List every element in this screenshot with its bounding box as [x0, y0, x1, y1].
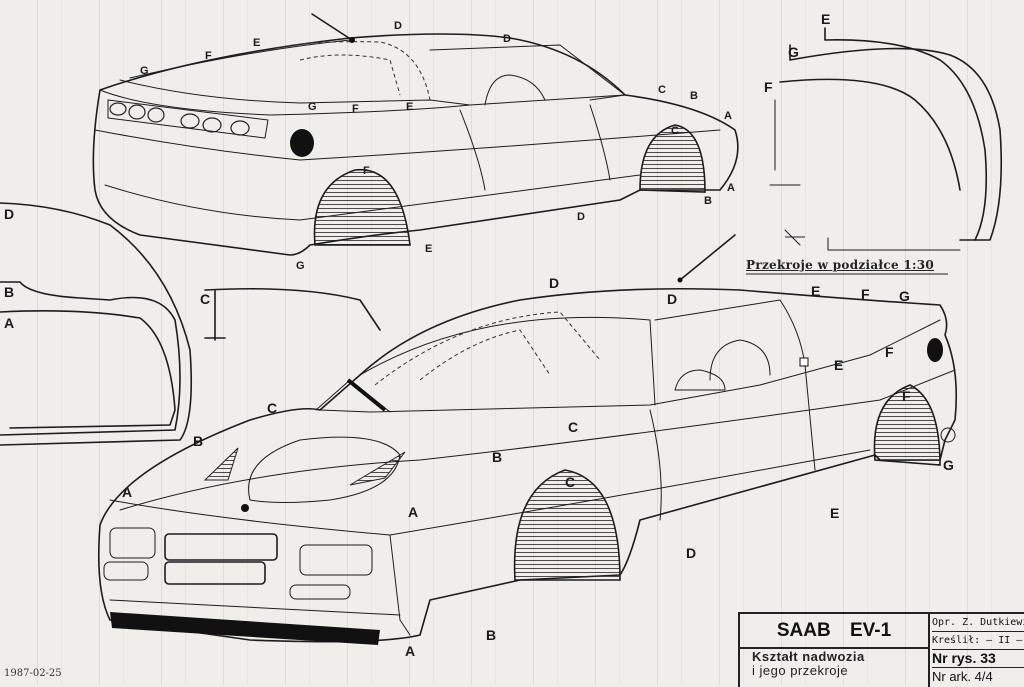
drawing-title: SAAB EV-1 [740, 614, 928, 649]
label-g: G [788, 44, 799, 60]
label-c: C [200, 291, 210, 307]
label-e: E [425, 243, 432, 255]
label-d: D [503, 33, 511, 45]
subtitle-line-2: i jego przekroje [752, 663, 849, 678]
title-block-left: SAAB EV-1 Kształt nadwozia i jego przekr… [740, 614, 930, 687]
title-block-right: Opr. Z. Dutkiewicz Kreślił: — II — Nr ry… [932, 614, 1024, 685]
label-f: F [861, 286, 870, 302]
subtitle-line-1: Kształt nadwozia [752, 649, 865, 664]
label-e: E [811, 283, 820, 299]
label-g: G [308, 101, 317, 113]
label-f: F [885, 344, 894, 360]
label-d: D [4, 206, 14, 222]
label-d: D [667, 291, 677, 307]
section-labels: D D E F G G F E C B A C A B F D E G E G … [4, 11, 954, 659]
label-e: E [834, 357, 843, 373]
label-a: A [122, 484, 132, 500]
label-d: D [549, 275, 559, 291]
label-a: A [405, 643, 415, 659]
label-d: D [577, 211, 585, 223]
label-c: C [568, 419, 578, 435]
section-left [0, 202, 381, 446]
label-a: A [408, 504, 418, 520]
section-right [769, 27, 1003, 251]
author: Opr. Z. Dutkiewicz [932, 614, 1024, 632]
label-b: B [704, 195, 712, 207]
drawing-subtitle: Kształt nadwozia i jego przekroje [752, 650, 865, 678]
label-a: A [724, 110, 732, 122]
drawing-date: 1987-02-25 [4, 668, 62, 679]
rear-view-car [92, 13, 739, 256]
drawn-by: Kreślił: — II — [932, 632, 1024, 650]
label-e: E [830, 505, 839, 521]
drawing-number: Nr rys. 33 [932, 650, 1024, 668]
label-c: C [565, 474, 575, 490]
label-f: F [205, 50, 212, 62]
label-e: E [253, 37, 260, 49]
label-c: C [658, 84, 666, 96]
label-d: D [686, 545, 696, 561]
sections-scale-caption: Przekroje w podziałce 1:30 [746, 258, 935, 272]
label-d: D [394, 20, 402, 32]
label-f: F [352, 103, 359, 115]
sheet-number: Nr ark. 4/4 [932, 669, 993, 684]
label-b: B [4, 284, 14, 300]
label-a: A [4, 315, 14, 331]
label-b: B [690, 90, 698, 102]
label-g: G [899, 288, 910, 304]
label-f: F [764, 79, 773, 95]
label-c: C [671, 125, 679, 137]
label-e: E [406, 101, 413, 113]
label-a: A [727, 182, 735, 194]
label-e: E [821, 11, 830, 27]
label-g: G [140, 65, 149, 77]
label-b: B [193, 433, 203, 449]
label-b: B [486, 627, 496, 643]
label-b: B [492, 449, 502, 465]
label-g: G [943, 457, 954, 473]
label-f: F [363, 165, 370, 177]
label-c: C [267, 400, 277, 416]
label-f: F [902, 388, 911, 404]
label-g: G [296, 260, 305, 272]
front-view-car [97, 234, 957, 645]
title-block: SAAB EV-1 Kształt nadwozia i jego przekr… [738, 612, 1024, 687]
